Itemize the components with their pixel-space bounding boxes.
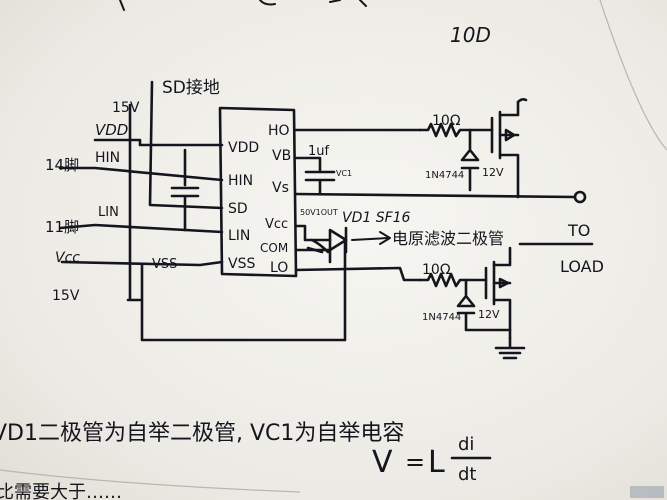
high-zener-voltage: 12V: [482, 166, 504, 179]
formula-l: L: [428, 445, 445, 480]
label-lin: LIN: [98, 205, 119, 220]
ic-pin-com: COM: [260, 241, 288, 255]
diode-symbol: [328, 228, 348, 252]
low-resistor-label: 10Ω: [422, 262, 451, 278]
high-zener-label: 1N4744: [425, 170, 464, 181]
bottom-note: VD1二极管为自举二极管, VC1为自举电容: [0, 421, 404, 446]
paper-crease: [599, 0, 667, 151]
wire-15v-vertical: [126, 103, 142, 302]
ground-symbol: [494, 336, 526, 360]
output-terminal-vs: [573, 190, 587, 204]
wire-com: [294, 248, 332, 264]
wire-ground-loop: [140, 238, 347, 342]
ic-pin-vb: VB: [272, 148, 291, 164]
label-pin14: 14脚: [45, 156, 79, 174]
top-scribbles: [119, 0, 367, 11]
diode-inside-label: 50V1OUT: [300, 208, 338, 217]
bottom-partial-note: 比需要大于……: [0, 482, 122, 500]
wire-lo: [294, 266, 422, 282]
low-zener-label: 1N4744: [422, 312, 461, 323]
high-side-terminals: [498, 100, 520, 199]
ic-right-pins: HO VB Vs Vcc COM LO: [260, 123, 291, 276]
bootstrap-cap: [304, 170, 336, 196]
high-side-zener: [460, 128, 480, 192]
paper-edge: [0, 469, 301, 493]
sd-ground-label: SD接地: [162, 78, 220, 98]
wire-vcc-diode: [294, 224, 332, 242]
high-side-resistor: [418, 122, 494, 138]
low-side-resistor: [418, 272, 488, 288]
sd-wire: [148, 80, 224, 210]
formula-v: V: [372, 445, 393, 480]
wire-vdd: [93, 138, 224, 147]
ic-pin-lo: LO: [270, 260, 288, 276]
low-side-terminals: [492, 246, 512, 340]
low-zener-voltage: 12V: [478, 308, 500, 321]
low-side-zener: [456, 278, 512, 332]
diode-note: 电原滤波二极管: [392, 229, 504, 248]
wire-vb: [294, 156, 322, 172]
ic-pin-vdd: VDD: [228, 140, 259, 156]
wire-lin: [58, 223, 224, 234]
label-15v-bottom: 15V: [52, 288, 80, 304]
high-side-drain-stub: [516, 98, 528, 104]
label-hin: HIN: [95, 150, 120, 166]
formula-num: di: [458, 434, 474, 455]
wire-hin: [58, 166, 224, 182]
cap-label: 1uf: [308, 144, 330, 159]
formula-den: dt: [458, 464, 476, 485]
low-side-arrow: [498, 277, 510, 289]
ic-left-pins: VDD HIN SD LIN VSS: [228, 140, 259, 272]
ic-pin-ho: HO: [268, 123, 290, 139]
label-15v-top: 15V: [112, 100, 140, 116]
load-label: LOAD: [560, 257, 604, 276]
ic-pin-vcc: Vcc: [265, 217, 288, 232]
ic-pin-sd: SD: [228, 201, 248, 217]
formula: V = L di dt: [372, 434, 492, 485]
high-resistor-label: 10Ω: [432, 113, 461, 129]
label-vdd: VDD: [95, 121, 128, 139]
top-note: 10D: [450, 23, 491, 47]
ic-pin-hin: HIN: [228, 173, 253, 189]
ic-pin-vss: VSS: [228, 256, 255, 272]
ic-pin-lin: LIN: [228, 228, 250, 244]
note-arrow: [351, 231, 391, 245]
corner-watermark: [630, 486, 664, 498]
formula-eq: =: [405, 448, 425, 476]
cap-mark: VC1: [336, 169, 352, 178]
to-label: TO: [567, 221, 590, 240]
diode-label: VD1 SF16: [342, 210, 411, 226]
vdd-cap-symbol: [170, 148, 200, 232]
high-side-arrow: [504, 128, 516, 142]
ic-pin-vs: Vs: [272, 180, 289, 196]
wire-vcc: [60, 260, 224, 267]
wire-vs-output: [294, 192, 577, 199]
ic-box: [218, 106, 298, 278]
